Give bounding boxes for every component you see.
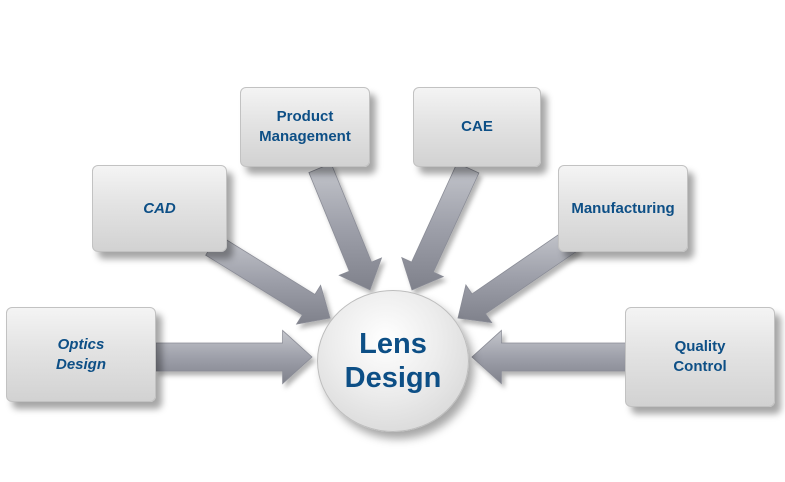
center-lens-design: Lens Design bbox=[317, 290, 469, 432]
node-product-management: Product Management bbox=[240, 87, 370, 167]
node-manufacturing-label: Manufacturing bbox=[571, 199, 675, 217]
node-quality-control: Quality Control bbox=[625, 307, 775, 407]
node-quality-control-label: Quality Control bbox=[673, 338, 727, 375]
arrow-optics-design-to-center bbox=[155, 329, 313, 385]
node-product-management-label: Product Management bbox=[259, 108, 351, 145]
node-cad: CAD bbox=[92, 165, 227, 252]
node-cae: CAE bbox=[413, 87, 541, 167]
arrow-quality-control-to-center bbox=[471, 329, 633, 385]
arrow-cad-to-center bbox=[205, 234, 331, 325]
node-cad-label: CAD bbox=[143, 199, 176, 217]
arrow-product-management-to-center bbox=[308, 162, 383, 291]
node-optics-design-label: Optics Design bbox=[55, 335, 106, 373]
node-optics-design: Optics Design bbox=[6, 307, 156, 402]
center-label: Lens Design bbox=[344, 328, 442, 394]
node-manufacturing: Manufacturing bbox=[558, 165, 688, 252]
arrow-manufacturing-to-center bbox=[457, 229, 580, 324]
node-cae-label: CAE bbox=[461, 118, 493, 135]
arrow-cae-to-center bbox=[401, 162, 480, 291]
